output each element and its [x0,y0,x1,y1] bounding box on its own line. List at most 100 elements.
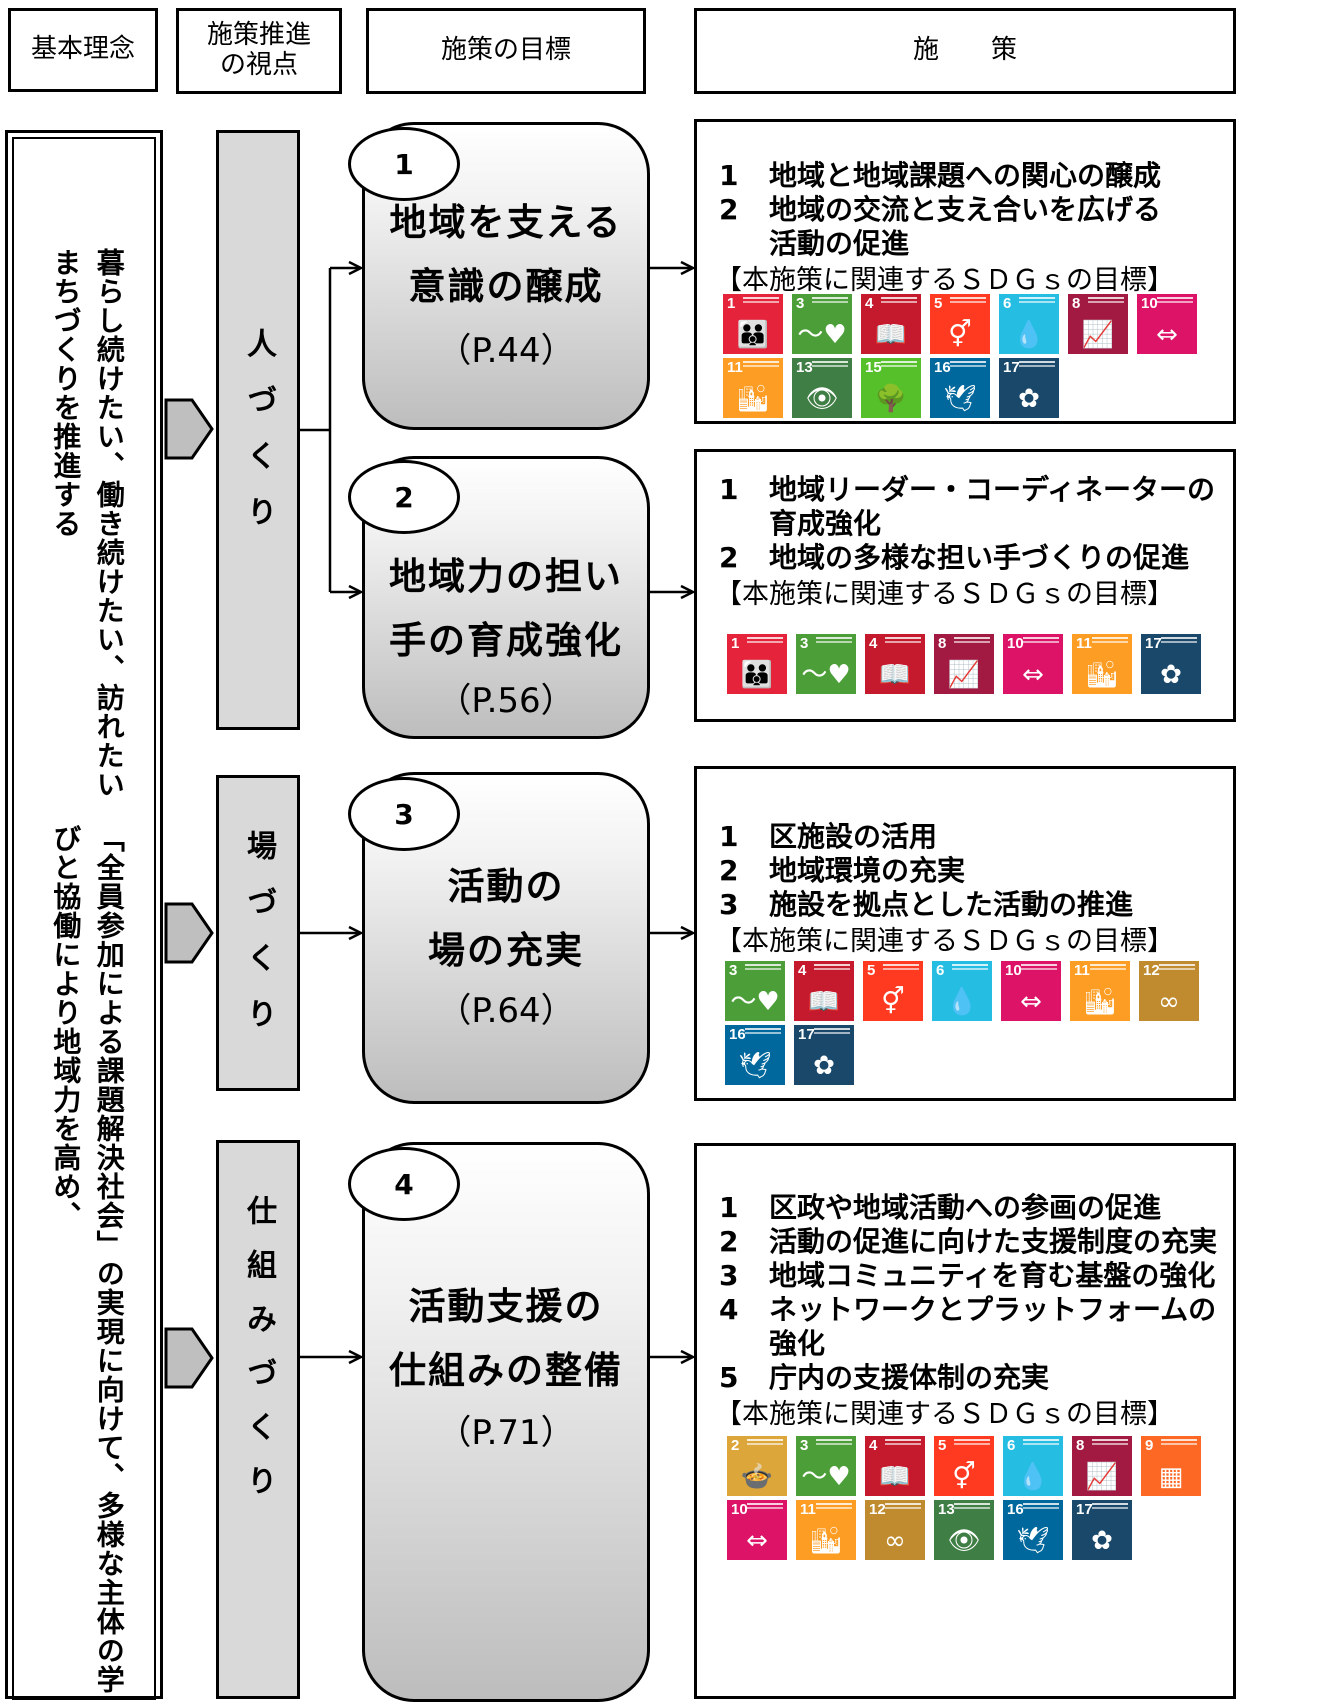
perspective-shikumizukuri: 仕組みづくり [216,1140,300,1699]
philosophy-line-1: 「全員参加による課題解決社会」の実現に向けて、多様な主体の学びと協働により地域力… [49,824,126,1695]
header-philosophy: 基本理念 [8,8,158,92]
sdg-goal-16-icon: 16🕊 [930,358,990,418]
goal-title-line: 活動支援の [408,1285,604,1328]
philosophy-line-2: 暮らし続けたい、働き続けたい、訪れたいまちづくりを推進する [49,248,126,799]
sdg-goal-1-icon: 1👪 [727,634,787,694]
sdg-goal-17-icon: 17✿ [794,1025,854,1085]
sdg-goal-17-icon: 17✿ [1141,634,1201,694]
sdg-goal-3-icon: 3〜♥ [796,634,856,694]
sdgs-label: 【本施策に関連するＳＤＧｓの目標】 [715,1399,1174,1430]
goal-page-ref: （P.56） [437,681,575,721]
perspective-bazukuri: 場づくり [216,775,300,1091]
sdg-goal-13-icon: 13👁 [792,358,852,418]
sdg-goal-11-icon: 11🏙 [1072,634,1132,694]
measure-item: 強化 [769,1327,826,1360]
sdg-goal-2-icon: 2🍲 [727,1436,787,1496]
sdg-goal-11-icon: 11🏙 [1070,961,1130,1021]
goal-page-ref: （P.71） [437,1413,575,1453]
goal-title-line: 場の充実 [428,929,584,972]
goal-box-4: 活動支援の 仕組みの整備 （P.71） [362,1142,650,1702]
goal-box-3: 活動の 場の充実 （P.64） [362,772,650,1104]
goal-title: 地域力の担い 手の育成強化 [365,545,647,673]
goal-title-line: 地域力の担い [389,555,623,598]
sdg-goal-3-icon: 3〜♥ [725,961,785,1021]
sdg-goal-4-icon: 4📖 [861,294,921,354]
sdg-goal-1-icon: 1👪 [723,294,783,354]
sdg-goal-11-icon: 11🏙 [723,358,783,418]
sdg-goal-12-icon: 12∞ [865,1500,925,1560]
sdgs-label: 【本施策に関連するＳＤＧｓの目標】 [715,265,1174,296]
goal-page-ref: （P.44） [437,331,575,371]
header-measures: 施 策 [694,8,1236,94]
sdg-goal-4-icon: 4📖 [865,1436,925,1496]
philosophy-text: 「全員参加による課題解決社会」の実現に向けて、多様な主体の学びと協働により地域力… [44,248,131,1698]
sdg-goal-17-icon: 17✿ [999,358,1059,418]
sdg-goal-6-icon: 6💧 [1003,1436,1063,1496]
sdg-goal-9-icon: 9▦ [1141,1436,1201,1496]
goal-title-line: 手の育成強化 [389,619,623,662]
goal-number-badge: 3 [348,777,460,851]
goal-title: 地域を支える 意識の醸成 [365,191,647,319]
sdg-goal-5-icon: 5⚥ [930,294,990,354]
chevron-arrow-3 [164,1327,214,1389]
sdg-goal-3-icon: 3〜♥ [796,1436,856,1496]
chevron-arrow-1 [164,398,214,460]
measure-item: 育成強化 [769,507,882,540]
sdg-goal-11-icon: 11🏙 [796,1500,856,1560]
perspective-label: 仕組みづくり [241,1195,276,1519]
goal-title: 活動の 場の充実 [365,855,647,983]
sdg-goal-5-icon: 5⚥ [863,961,923,1021]
sdg-goal-10-icon: 10⇔ [727,1500,787,1560]
goal-title-line: 仕組みの整備 [389,1349,623,1392]
sdg-goal-10-icon: 10⇔ [1001,961,1061,1021]
sdg-goal-6-icon: 6💧 [932,961,992,1021]
header-goal: 施策の目標 [366,8,646,94]
sdg-goal-13-icon: 13👁 [934,1500,994,1560]
sdg-goal-8-icon: 8📈 [1072,1436,1132,1496]
sdg-goal-16-icon: 16🕊 [1003,1500,1063,1560]
perspective-label: 場づくり [241,830,276,1054]
goal-number-badge: 4 [348,1147,460,1221]
sdg-goal-8-icon: 8📈 [934,634,994,694]
sdg-goal-15-icon: 15🌳 [861,358,921,418]
goal-title-line: 意識の醸成 [408,265,604,308]
perspective-label: 人づくり [241,328,276,552]
sdg-goal-4-icon: 4📖 [865,634,925,694]
sdg-goal-6-icon: 6💧 [999,294,1059,354]
sdg-goal-5-icon: 5⚥ [934,1436,994,1496]
sdg-goal-12-icon: 12∞ [1139,961,1199,1021]
header-perspective: 施策推進 の視点 [176,8,342,94]
sdg-goal-16-icon: 16🕊 [725,1025,785,1085]
perspective-hitozukuri: 人づくり [216,130,300,730]
goal-title-line: 活動の [447,865,565,908]
goal-box-1: 地域を支える 意識の醸成 （P.44） [362,122,650,430]
measure-item: 活動の促進 [769,227,910,260]
goal-title-line: 地域を支える [389,201,623,244]
chevron-arrow-2 [164,902,214,964]
sdg-goal-17-icon: 17✿ [1072,1500,1132,1560]
goal-number-badge: 2 [348,460,460,534]
goal-title: 活動支援の 仕組みの整備 [365,1275,647,1403]
sdg-goal-10-icon: 10⇔ [1137,294,1197,354]
goal-page-ref: （P.64） [437,991,575,1031]
sdg-goal-8-icon: 8📈 [1068,294,1128,354]
sdg-goal-3-icon: 3〜♥ [792,294,852,354]
sdgs-label: 【本施策に関連するＳＤＧｓの目標】 [715,579,1174,610]
